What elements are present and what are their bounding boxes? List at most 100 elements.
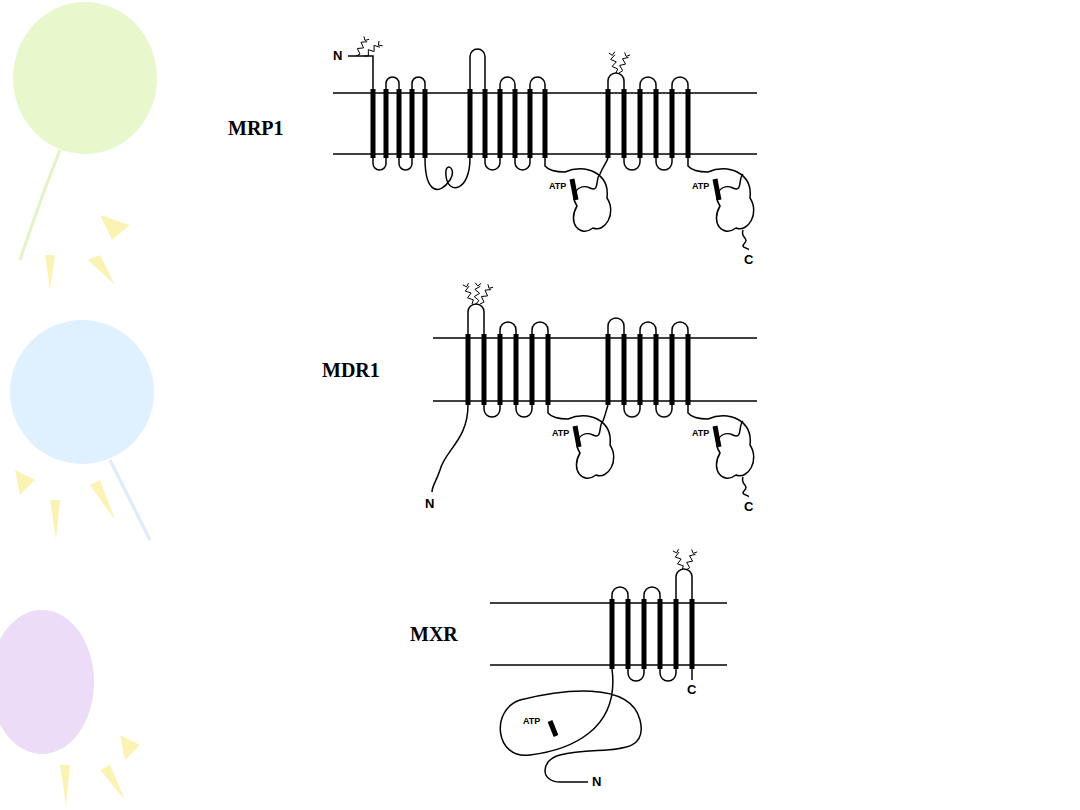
blue-balloon [10, 320, 154, 464]
c-terminus [691, 669, 693, 680]
helix [397, 89, 402, 158]
glycosylation [673, 549, 679, 553]
glycosylation [463, 283, 469, 287]
nucleotide-binding-domain [688, 158, 754, 250]
balloon-string [20, 150, 60, 260]
helix [622, 334, 627, 405]
helix [530, 334, 535, 405]
balloon-decoration [0, 2, 157, 805]
ray [100, 765, 125, 800]
helix [543, 89, 548, 158]
loop [515, 158, 530, 170]
glycosylation [465, 286, 473, 304]
helix [482, 334, 487, 405]
terminus-label: N [425, 497, 434, 510]
glycosylation [364, 45, 380, 56]
ray [120, 735, 140, 760]
helix [642, 599, 647, 669]
loop [532, 322, 548, 334]
loop [640, 322, 656, 334]
walker-motif [715, 179, 719, 200]
glycosylation [686, 554, 696, 570]
purple-balloon [0, 610, 94, 754]
atp-label: ATP [551, 429, 570, 438]
glycosylation [625, 52, 631, 56]
helix [546, 334, 551, 405]
loop [485, 158, 500, 170]
terminus-label: N [592, 775, 601, 788]
helix [638, 334, 643, 405]
helix [498, 89, 503, 158]
loop [484, 405, 500, 417]
atp-label: ATP [691, 429, 710, 438]
helix [606, 89, 611, 158]
loop [608, 318, 624, 334]
helix [483, 89, 488, 158]
loop [612, 587, 628, 599]
nucleotide-binding-domain [688, 405, 754, 497]
green-balloon [13, 2, 157, 154]
atp-label: ATP [548, 182, 567, 191]
glycosylation [364, 36, 369, 40]
helix [686, 89, 691, 158]
protein-name: MRP1 [228, 118, 284, 138]
loop [470, 49, 485, 89]
helix [690, 599, 695, 669]
helix [513, 89, 518, 158]
helix [674, 599, 679, 669]
helix [622, 89, 627, 158]
glycosylation [609, 52, 615, 56]
glycosylation [480, 290, 491, 304]
loop [644, 587, 660, 599]
balloon-string [110, 460, 150, 540]
protein-name: MDR1 [322, 360, 380, 380]
walker-motif [572, 179, 576, 200]
glycosylation [611, 55, 618, 73]
helix [498, 334, 503, 405]
nucleotide-binding-domain [545, 158, 611, 231]
terminus-label: N [333, 49, 342, 62]
loop [628, 669, 644, 681]
glycosylation [474, 286, 480, 304]
helix [384, 89, 389, 158]
atp-label: ATP [691, 182, 710, 191]
glycosylation [675, 552, 683, 570]
terminus-label: C [744, 253, 753, 266]
terminus-label: C [744, 500, 753, 513]
loop [676, 569, 692, 599]
glycosylation [378, 41, 382, 46]
linker [425, 158, 470, 189]
helix [514, 334, 519, 405]
helix [466, 334, 471, 405]
walker-motif [550, 721, 556, 736]
ray [45, 255, 55, 290]
loop [399, 158, 412, 170]
glycosylation [619, 57, 629, 73]
loop [660, 669, 676, 681]
helix [468, 89, 473, 158]
helix [410, 89, 415, 158]
helix [423, 89, 428, 158]
ray [60, 765, 70, 805]
protein-chains [348, 36, 754, 782]
walker-motif [715, 426, 719, 447]
loop [640, 77, 656, 89]
loop [656, 405, 672, 417]
glycosylation [488, 284, 493, 288]
helix [638, 89, 643, 158]
walker-motif [575, 426, 579, 447]
helix [371, 89, 376, 158]
nucleotide-binding-domain [548, 405, 614, 478]
loop [530, 77, 545, 89]
helix [658, 599, 663, 669]
loop [412, 77, 425, 89]
n-terminus [432, 405, 468, 492]
ray [100, 215, 130, 240]
loop [468, 304, 484, 334]
nucleotide-binding-domain [500, 669, 641, 782]
ray [50, 500, 60, 540]
helix [686, 334, 691, 405]
terminus-label: C [687, 683, 696, 696]
glycosylation [692, 549, 698, 553]
